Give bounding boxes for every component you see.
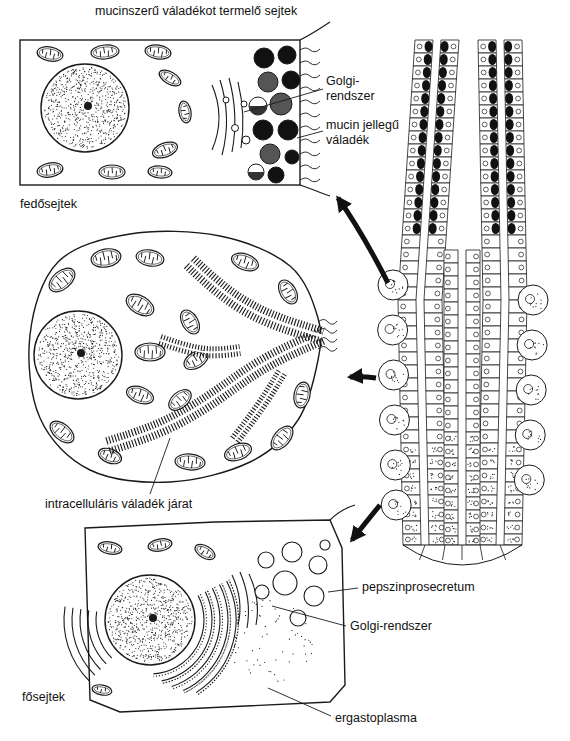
part-label: ergastoplasma xyxy=(335,711,417,726)
leader-line xyxy=(150,438,170,494)
mitochondrion xyxy=(229,250,261,275)
cell-nucleus xyxy=(41,64,129,152)
pointer-arrow xyxy=(338,198,388,283)
pointer-arrows xyxy=(338,198,388,540)
pointer-arrow xyxy=(350,377,376,378)
part-label: intracelluláris váladék járat xyxy=(45,497,192,512)
mitochondrion xyxy=(123,290,158,321)
leader-line xyxy=(272,606,346,626)
mitochondrion xyxy=(99,165,125,179)
part-label: Golgi-rendszer xyxy=(326,74,388,104)
mitochondrion xyxy=(91,683,112,696)
part-label: mucinszerű váladékot termelő sejtek xyxy=(95,4,297,19)
mitochondrion xyxy=(90,44,119,60)
leader-line xyxy=(268,688,331,716)
mitochondrion xyxy=(157,67,184,89)
mitochondrion xyxy=(267,422,297,454)
cell-nucleus xyxy=(34,311,122,399)
mitochondrion xyxy=(150,139,179,161)
mitochondrion xyxy=(222,440,254,465)
mitochondrion xyxy=(177,100,193,124)
mitochondrion xyxy=(144,43,172,60)
leader-lines xyxy=(150,89,358,716)
mitochondrion xyxy=(292,381,312,409)
part-label: mucin jellegű váladék xyxy=(326,118,412,148)
chief-cell xyxy=(64,505,355,712)
leader-line xyxy=(297,131,323,138)
parietal-cell xyxy=(29,231,337,482)
mitochondrion xyxy=(135,248,165,269)
mitochondrion xyxy=(135,343,165,361)
mitochondrion xyxy=(147,537,173,553)
mitochondrion xyxy=(45,263,80,296)
gastric-gland xyxy=(378,40,548,565)
part-label: Golgi-rendszer xyxy=(350,619,432,634)
mitochondrion xyxy=(90,247,123,270)
mitochondrion xyxy=(174,453,205,472)
cell-nucleus xyxy=(105,575,195,665)
mitochondrion xyxy=(46,417,78,447)
mucous-cell xyxy=(20,22,330,196)
mitochondrion xyxy=(36,45,64,63)
mitochondrion xyxy=(192,541,217,562)
pointer-arrow xyxy=(352,505,380,540)
leader-line xyxy=(328,588,358,592)
mitochondrion xyxy=(124,383,156,408)
mitochondrion xyxy=(275,277,302,308)
mitochondrion xyxy=(177,307,204,338)
part-label: pepszinprosecretum xyxy=(362,580,475,595)
mitochondrion xyxy=(36,161,64,179)
leader-line xyxy=(244,89,323,112)
part-label: fedősejtek xyxy=(20,197,77,212)
mitochondrion xyxy=(96,445,123,466)
mitochondrion xyxy=(148,165,173,179)
mitochondrion xyxy=(97,540,123,556)
part-label: fősejtek xyxy=(22,690,65,705)
